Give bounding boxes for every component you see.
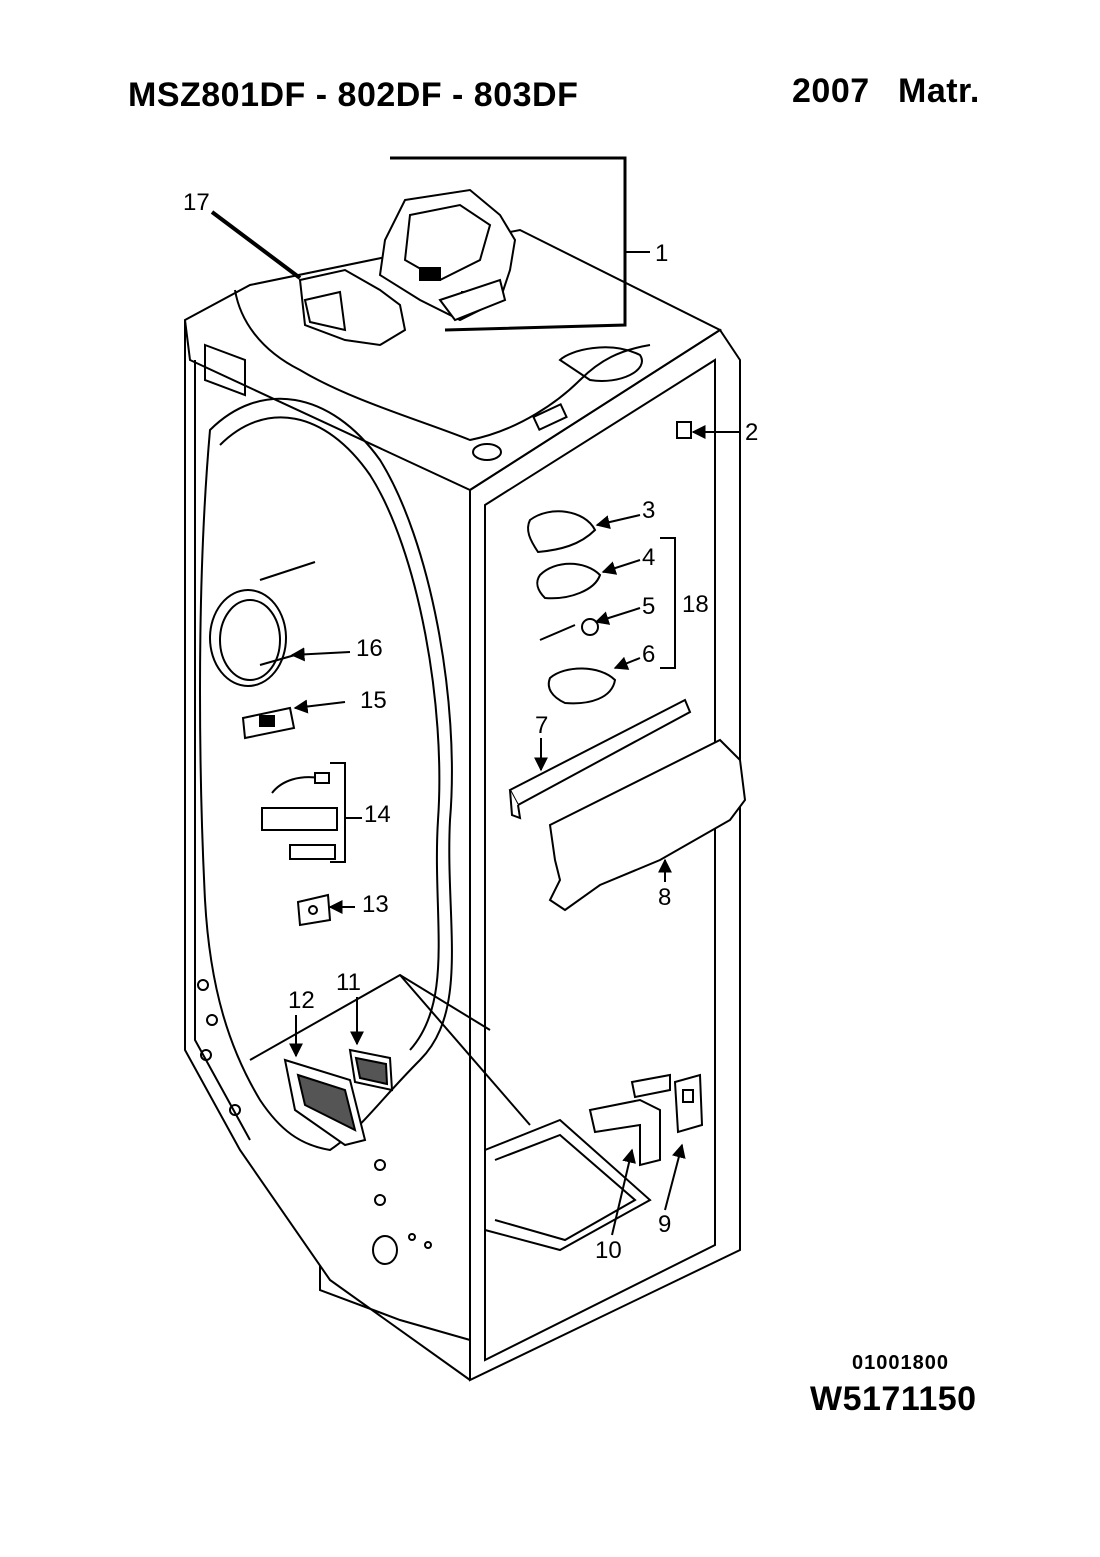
callout-1: 1 <box>655 240 668 267</box>
cabinet-liner <box>183 228 741 1382</box>
diagram-code: 01001800 <box>852 1352 949 1374</box>
callout-15: 15 <box>360 687 387 714</box>
part-12-fan-grille <box>283 1058 367 1147</box>
part-1-housing <box>378 188 517 322</box>
part-number: W5171150 <box>810 1380 977 1418</box>
callout-5: 5 <box>642 593 655 620</box>
callout-3: 3 <box>642 497 655 524</box>
part-6-housing <box>547 667 617 705</box>
callout-18: 18 <box>682 591 709 618</box>
callout-6: 6 <box>642 641 655 668</box>
callout-4: 4 <box>642 544 655 571</box>
part-4-cover <box>536 562 602 600</box>
part-11-filter <box>348 1048 394 1092</box>
model-title: MSZ801DF - 802DF - 803DF <box>128 76 579 114</box>
part-15-bracket <box>241 706 296 740</box>
part-9-bracket <box>673 1073 704 1134</box>
part-14-sensor-kit <box>261 772 338 860</box>
callout-2: 2 <box>745 419 758 446</box>
callout-17: 17 <box>183 189 210 216</box>
callout-10: 10 <box>595 1237 622 1264</box>
part-3-lens <box>527 510 597 554</box>
part-17-module <box>298 268 407 347</box>
callout-9: 9 <box>658 1211 671 1238</box>
callout-8: 8 <box>658 884 671 911</box>
callout-14: 14 <box>364 801 391 828</box>
part-16-coil <box>209 561 316 687</box>
part-5-socket <box>539 618 599 641</box>
callout-12: 12 <box>288 987 315 1014</box>
part-10-bracket <box>588 1073 671 1167</box>
part-8-panel <box>548 738 747 912</box>
callout-16: 16 <box>356 635 383 662</box>
callout-13: 13 <box>362 891 389 918</box>
year-label: 2007 <box>792 72 870 110</box>
part-13-clip <box>296 893 332 927</box>
callout-11: 11 <box>336 969 361 996</box>
matr-label: Matr. <box>898 72 980 110</box>
part-2-switch <box>676 421 692 439</box>
part-7-rail <box>508 698 692 820</box>
callout-7: 7 <box>535 712 548 739</box>
